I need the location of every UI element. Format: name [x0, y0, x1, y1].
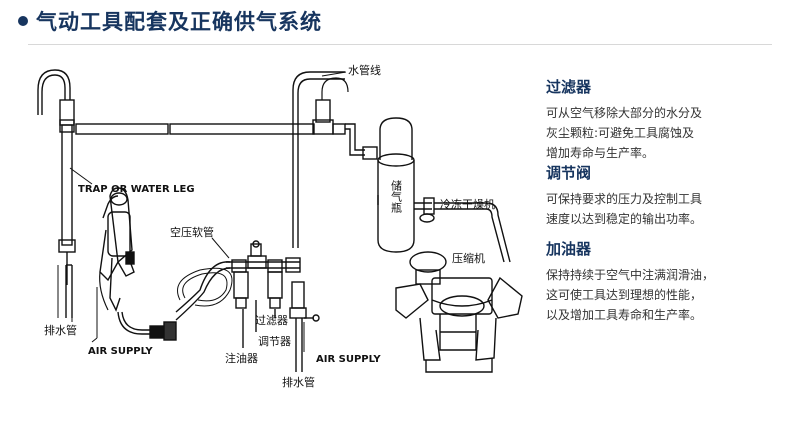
label-compressor: 压缩机 [452, 251, 485, 265]
page-title: 气动工具配套及正确供气系统 [36, 10, 322, 34]
label-hose: 空压软管 [170, 225, 214, 239]
legend-line: 增加寿命与生产率。 [546, 146, 655, 160]
legend-text: 保持持续于空气中注满润滑油， 这可使工具达到理想的性能， 以及增加工具寿命和生产… [546, 265, 786, 325]
legend-regulator: 调节阀 可保持要求的压力及控制工具 速度以达到稳定的输出功率。 [546, 162, 786, 229]
frl-unit [226, 240, 301, 348]
legend-line: 以及增加工具寿命和生产率。 [546, 308, 703, 322]
bullet-dot-icon [18, 16, 28, 26]
legend-filter: 过滤器 可从空气移除大部分的水分及 灰尘颗粒:可避免工具腐蚀及 增加寿命与生产率… [546, 76, 786, 163]
legend-line: 这可使工具达到理想的性能， [546, 288, 703, 302]
legend-line: 速度以达到稳定的输出功率。 [546, 212, 703, 226]
label-drain-left: 排水管 [44, 323, 77, 337]
label-lubricator: 注油器 [225, 351, 258, 365]
air-hose [117, 261, 233, 341]
left-trap-assembly [37, 69, 169, 318]
legend-text: 可从空气移除大部分的水分及 灰尘颗粒:可避免工具腐蚀及 增加寿命与生产率。 [546, 103, 786, 163]
legend-line: 可从空气移除大部分的水分及 [546, 106, 703, 120]
legend-text: 可保持要求的压力及控制工具 速度以达到稳定的输出功率。 [546, 189, 786, 229]
title-divider [28, 44, 772, 45]
legend-heading: 加油器 [546, 240, 592, 258]
pointer-lines [69, 71, 347, 352]
label-air-supply-left: AIR SUPPLY [88, 346, 153, 357]
legend-heading: 过滤器 [546, 78, 592, 96]
label-drain-right: 排水管 [282, 375, 315, 389]
storage-tank [377, 117, 415, 253]
label-filter: 过滤器 [255, 314, 288, 327]
dryer-assembly [414, 197, 511, 263]
label-dryer: 冷冻干燥机 [440, 197, 495, 211]
legend-line: 灰尘颗粒:可避免工具腐蚀及 [546, 126, 695, 140]
label-regulator: 调节器 [258, 335, 291, 348]
legend-line: 可保持要求的压力及控制工具 [546, 192, 703, 206]
compressor-icon [395, 251, 523, 373]
page-title-group: 气动工具配套及正确供气系统 [18, 6, 322, 36]
legend-heading: 调节阀 [546, 164, 592, 182]
label-tank: 储气瓶 [390, 179, 403, 213]
label-water-pipe: 水管线 [348, 63, 381, 77]
legend-lubricator: 加油器 保持持续于空气中注满润滑油， 这可使工具达到理想的性能， 以及增加工具寿… [546, 238, 786, 325]
label-trap: TRAP OR WATER LEG [78, 184, 195, 195]
air-tool-icon [99, 187, 135, 312]
right-trap-assembly [169, 71, 378, 372]
label-air-supply-right: AIR SUPPLY [316, 354, 381, 365]
air-supply-diagram: 水管线 TRAP OR WATER LEG 空压软管 排水管 AIR SUPPL… [37, 63, 523, 389]
legend-line: 保持持续于空气中注满润滑油， [546, 268, 715, 282]
